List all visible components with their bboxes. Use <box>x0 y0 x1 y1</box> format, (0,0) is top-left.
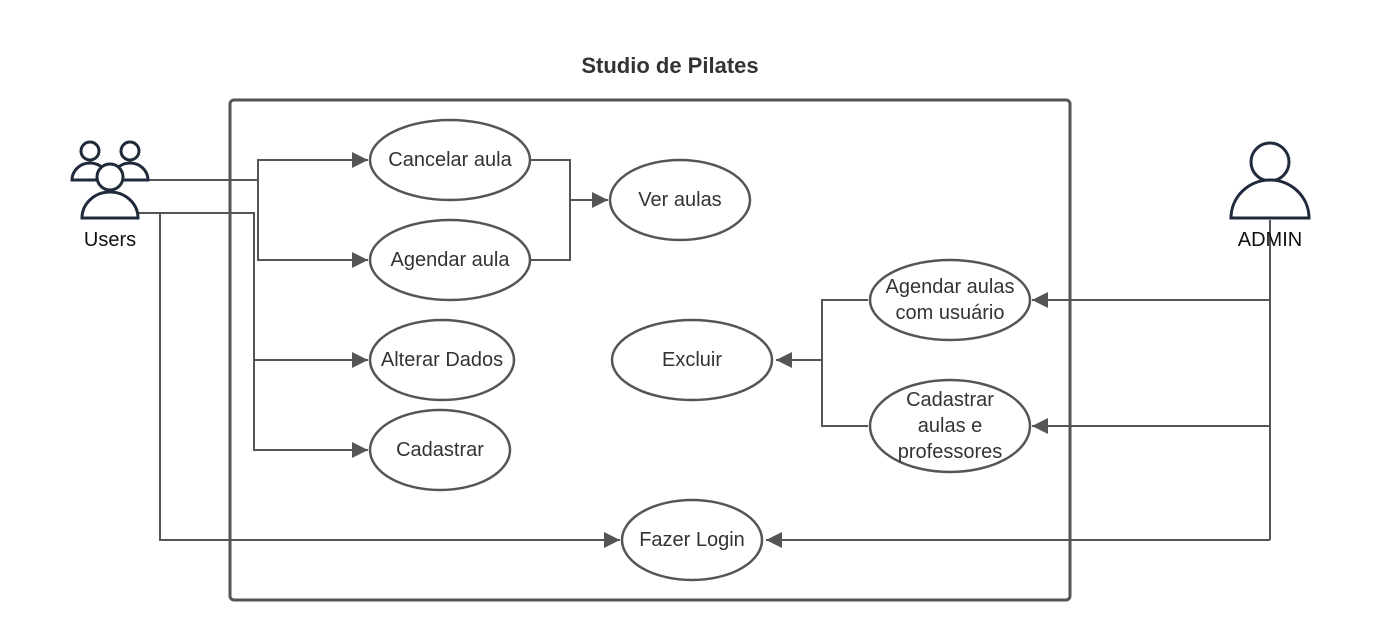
use-case-label-line-1: Cadastrar <box>906 389 994 411</box>
ver-aulas-connectors <box>530 159 608 261</box>
users-group-icon <box>70 140 150 220</box>
use-case-alterar-dados[interactable]: Alterar Dados <box>368 318 516 402</box>
use-case-label: Ver aulas <box>638 189 721 211</box>
system-boundary <box>228 98 1072 602</box>
use-case-agendar-aula[interactable]: Agendar aula <box>368 218 532 302</box>
connector-cadastrar-aulas-excluir <box>821 360 868 427</box>
use-case-ver-aulas[interactable]: Ver aulas <box>608 158 752 242</box>
actor-label: Users <box>84 229 136 251</box>
admin-connectors <box>766 220 1271 548</box>
connector-users-cadastrar <box>253 360 368 458</box>
excluir-connectors <box>776 299 868 427</box>
users-connectors <box>130 152 620 548</box>
use-case-label: Alterar Dados <box>381 349 503 371</box>
user-icon <box>1229 141 1311 220</box>
use-case-agendar-aulas-com-usuario[interactable]: Agendar aulas com usuário <box>868 258 1032 342</box>
connector-users-login <box>159 213 620 548</box>
use-case-label-line-3: professores <box>898 441 1003 463</box>
connector-cancelar-ver <box>530 159 571 200</box>
connector-agendar-ver <box>530 200 571 261</box>
connector-users-cancelar <box>130 152 368 181</box>
use-case-excluir[interactable]: Excluir <box>610 318 774 402</box>
connector-users-alterar <box>138 212 368 368</box>
use-case-label-line-1: Agendar aulas <box>886 276 1015 298</box>
use-case-label: Cadastrar <box>396 439 484 461</box>
use-case-label: Agendar aula <box>391 249 511 271</box>
actor-users[interactable]: Users <box>70 140 150 251</box>
use-case-fazer-login[interactable]: Fazer Login <box>620 498 764 582</box>
use-case-label-line-2: com usuário <box>896 302 1005 324</box>
connector-agendar-usuario-excluir <box>821 299 868 360</box>
use-case-label-line-2: aulas e <box>918 415 983 437</box>
connector-users-agendar <box>257 180 368 268</box>
use-case-cadastrar-aulas-e-professores[interactable]: Cadastrar aulas e professores <box>868 378 1032 474</box>
use-case-label: Fazer Login <box>639 529 745 551</box>
actor-admin[interactable]: ADMIN <box>1229 141 1311 251</box>
use-case-cadastrar[interactable]: Cadastrar <box>368 408 512 492</box>
actor-label: ADMIN <box>1238 229 1302 251</box>
use-case-label: Excluir <box>662 349 722 371</box>
use-case-cancelar-aula[interactable]: Cancelar aula <box>368 118 532 202</box>
use-case-label: Cancelar aula <box>388 149 512 171</box>
diagram-title: Studio de Pilates <box>581 53 758 78</box>
